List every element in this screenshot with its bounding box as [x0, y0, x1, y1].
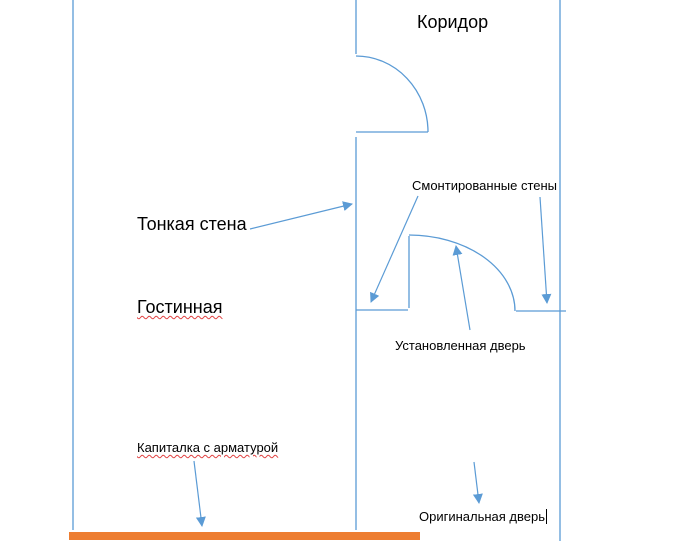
installed-door-arc [408, 234, 516, 312]
corridor-door-arc [355, 55, 429, 133]
original-door-label: Оригинальная дверь [419, 509, 548, 524]
thin-wall-arrow [249, 201, 353, 230]
corridor-label: Коридор [417, 12, 489, 32]
original-door-arrow [472, 461, 483, 504]
mounted-wall-arrow-right [539, 196, 552, 304]
installed-door-arrow [452, 245, 471, 331]
load-bearing-wall-label: Капиталка с арматурой [137, 440, 279, 455]
installed-door-label: Установленная дверь [395, 338, 526, 353]
mounted-walls-label: Смонтированные стены [412, 178, 558, 193]
load-bearing-arrow [193, 460, 206, 527]
living-room-label: Гостинная [137, 297, 223, 317]
mounted-wall-arrow-left [370, 195, 419, 303]
thin-wall-label: Тонкая стена [137, 214, 247, 234]
load-bearing-wall [69, 532, 420, 540]
